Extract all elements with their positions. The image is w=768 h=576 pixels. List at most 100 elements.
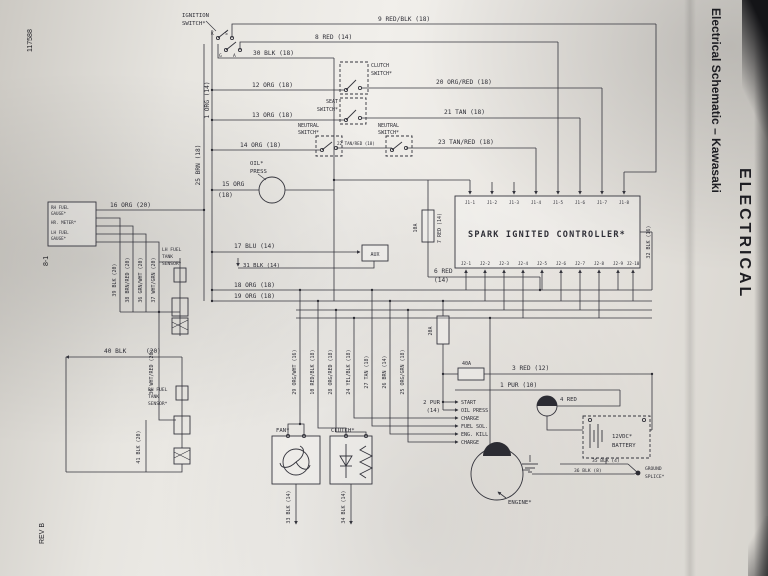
engine-label: ENGINE* xyxy=(508,500,532,506)
indicator-charge-1: CHARGE xyxy=(461,416,479,422)
seat-switch-label-1: SEAT xyxy=(326,99,338,105)
indicator-fuel-sol: FUEL SOL. xyxy=(461,424,488,430)
wire-label-2pur-a: 2 PUR xyxy=(423,400,440,406)
indicator-eng-kill: ENG. KILL xyxy=(461,432,488,438)
wire-label-2pur-b: (14) xyxy=(427,408,440,414)
wire-label-36wht: 36 WHT/RED (20) xyxy=(149,349,155,394)
pin-top-3: J1-3 xyxy=(509,200,520,205)
neutral-switch-left-label-2: SWITCH* xyxy=(298,130,319,136)
spark-controller-box xyxy=(454,195,641,269)
neutral-switch-left-label-1: NEUTRAL xyxy=(298,123,319,129)
wire-label-31: 31 BLK (14) xyxy=(243,263,280,269)
wire-label-15a: 15 ORG xyxy=(222,181,245,188)
junction-dots xyxy=(157,88,654,426)
pin-top-7: J1-7 xyxy=(597,200,608,205)
neutral-switch-right-label-1: NEUTRAL xyxy=(378,123,399,129)
fuse-40a-symbol xyxy=(457,367,485,381)
fuse-20a-label: 20A xyxy=(428,326,434,335)
rh-sensor-label-3: SENSOR* xyxy=(148,401,168,407)
pin-bot-9: J2-9 xyxy=(613,261,624,266)
wire-label-36blk: 36 BLK (8) xyxy=(574,468,602,474)
chassis-ground-symbol xyxy=(522,463,538,473)
battery-label-1: 12VDC* xyxy=(612,434,632,440)
fuse-40a-label: 40A xyxy=(462,361,471,367)
wire-label-10: 10 RED/BLK (18) xyxy=(310,349,316,394)
wire-label-6b: (14) xyxy=(434,277,449,284)
ignition-contact-s: S xyxy=(225,31,228,37)
seat-switch-symbol xyxy=(339,97,367,125)
clutch-switch-label-2: SWITCH* xyxy=(371,71,392,77)
wire-label-28: 28 ORG/RED (18) xyxy=(328,349,334,394)
page-margin-text: 117588 8-1 REV B Electrical Schematic – … xyxy=(27,8,753,544)
clutch-coil-symbol xyxy=(329,433,374,485)
seat-switch-label-2: SWITCH* xyxy=(317,107,338,113)
page-fold-shadow xyxy=(684,0,696,576)
pin-top-4: J1-4 xyxy=(531,200,542,205)
side-title: Electrical Schematic – Kawasaki xyxy=(709,8,723,193)
ignition-contact-g: G xyxy=(219,53,222,59)
oil-press-label-1: OIL* xyxy=(250,161,263,167)
wire-label-25brn: 25 BRN (18) xyxy=(195,145,202,186)
clutch-switch-label-1: CLUTCH xyxy=(371,63,389,69)
wire-label-15b: (18) xyxy=(218,192,233,199)
wire-label-40b: (20) xyxy=(146,348,161,355)
pin-bot-7: J2-7 xyxy=(575,261,586,266)
wire-label-30: 30 BLK (18) xyxy=(253,50,294,57)
neutral-switch-right-label-2: SWITCH* xyxy=(378,130,399,136)
engine-symbol xyxy=(470,442,524,501)
pin-bot-3: J2-3 xyxy=(499,261,510,266)
page-ref: 8-1 xyxy=(43,256,50,266)
oil-pressure-switch-symbol xyxy=(258,176,286,204)
schematic-labels: IGNITION SWITCH* K S G A 9 RED/BLK (18) … xyxy=(51,13,665,524)
pin-bot-1: J2-1 xyxy=(461,261,472,266)
wire-label-4: 4 RED xyxy=(560,397,577,403)
wire-label-9: 9 RED/BLK (18) xyxy=(378,16,430,23)
wiring-lines xyxy=(65,20,657,525)
starter-symbol xyxy=(536,395,558,417)
neutral-switch-left-symbol xyxy=(315,135,343,157)
component-symbols xyxy=(47,29,654,501)
wire-label-14: 14 ORG (18) xyxy=(240,142,281,149)
wire-label-41: 41 BLK (20) xyxy=(136,430,142,463)
wire-label-16: 16 ORG (20) xyxy=(110,202,151,209)
wire-label-3: 3 RED (12) xyxy=(512,365,549,372)
ground-splice-symbol xyxy=(635,470,641,476)
pin-bot-6: J2-6 xyxy=(556,261,567,266)
neutral-switch-right-symbol xyxy=(385,135,413,157)
wire-label-6a: 6 RED xyxy=(434,268,453,275)
wire-label-39: 39 BLK (20) xyxy=(112,263,118,296)
clutch-switch-symbol xyxy=(339,61,369,95)
fuse-10a-label: 10A xyxy=(413,223,419,232)
wire-label-36grn: 36 GRN/WHT (20) xyxy=(138,257,144,302)
lh-fuel-sensor-symbol xyxy=(171,267,189,335)
ignition-switch-symbol xyxy=(215,29,243,53)
wire-label-22: 22 TAN/RED (18) xyxy=(337,141,375,146)
ignition-switch-label-2: SWITCH* xyxy=(182,21,206,27)
wire-label-25org: 25 ORG/GRN (18) xyxy=(400,349,406,394)
ignition-contact-k: K xyxy=(211,31,214,37)
wire-label-23: 23 TAN/RED (18) xyxy=(438,139,494,146)
fuse-20a-symbol xyxy=(436,315,450,345)
battery-label-2: BATTERY xyxy=(612,443,636,449)
doc-number: 117588 xyxy=(27,29,34,52)
rh-fuel-sensor-symbol xyxy=(173,385,191,465)
battery-symbol xyxy=(582,415,651,459)
wire-label-35: 35 BLK (4) xyxy=(592,458,620,464)
fan-label: FAN* xyxy=(276,428,289,434)
pin-top-5: J1-5 xyxy=(553,200,564,205)
pin-top-2: J1-2 xyxy=(487,200,498,205)
pin-bot-2: J2-2 xyxy=(480,261,491,266)
wire-label-20: 20 ORG/RED (18) xyxy=(436,79,492,86)
wire-label-38: 38 BRN/RED (20) xyxy=(125,257,131,302)
wire-label-34: 34 BLK (14) xyxy=(341,490,347,523)
wire-label-8: 8 RED (14) xyxy=(315,34,352,41)
fan-symbol xyxy=(271,433,321,485)
pin-bot-8: J2-8 xyxy=(594,261,605,266)
wire-label-40a: 40 BLK xyxy=(104,348,127,355)
ignition-switch-label-1: IGNITION xyxy=(182,13,209,19)
side-section: ELECTRICAL xyxy=(736,168,753,299)
wire-label-1pur: 1 PUR (10) xyxy=(500,382,537,389)
indicator-charge-2: CHARGE xyxy=(461,440,479,446)
wire-label-26: 26 BRN (14) xyxy=(382,355,388,388)
wire-label-37: 37 WHT/GRN (20) xyxy=(151,257,157,302)
